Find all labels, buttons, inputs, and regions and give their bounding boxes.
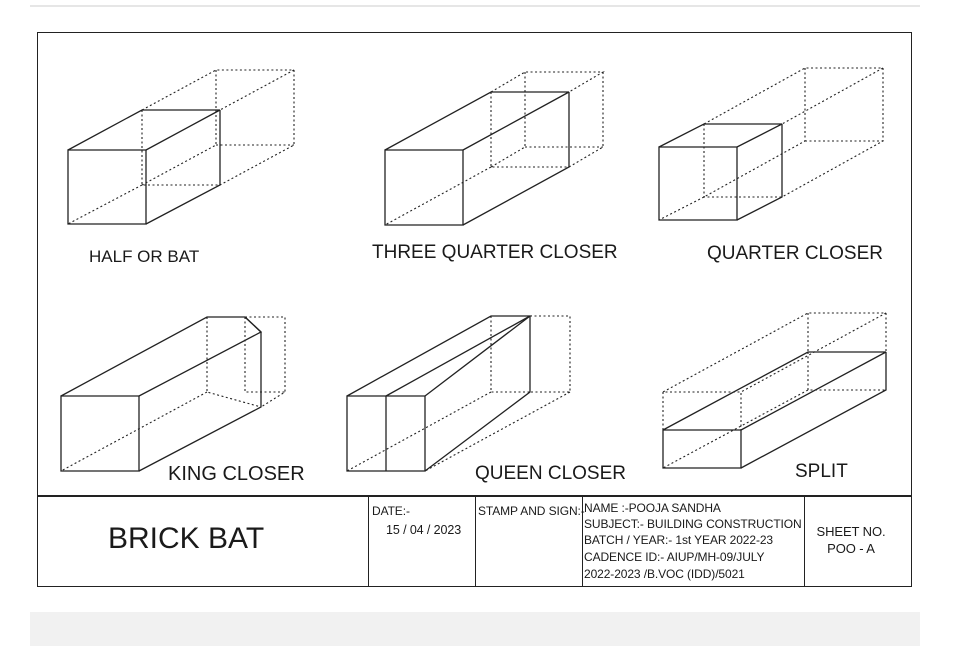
queen-closer-drawing [346,315,571,472]
date-cell: DATE:- 15 / 04 / 2023 [369,495,476,587]
stamp-label: STAMP AND SIGN:- [478,504,585,518]
stamp-cell: STAMP AND SIGN:- [476,495,585,587]
label-king-closer: KING CLOSER [168,463,305,485]
sheet-label: SHEET NO. [816,524,886,539]
info-batch: BATCH / YEAR:- 1st YEAR 2022-23 [584,533,773,547]
half-or-bat-drawing [67,69,295,225]
date-value: 15 / 04 / 2023 [386,523,462,537]
label-queen-closer: QUEEN CLOSER [475,463,626,484]
title-block-top-rule [37,495,912,497]
sheet-value: POO - A [827,541,875,556]
info-cell: NAME :-POOJA SANDHA SUBJECT:- BUILDING C… [583,495,805,587]
label-three-quarter-closer: THREE QUARTER CLOSER [372,242,618,263]
drawing-sheet-frame [37,32,912,587]
info-name: NAME :-POOJA SANDHA [584,501,721,515]
title-cell: BRICK BAT [37,495,369,587]
info-subject: SUBJECT:- BUILDING CONSTRUCTION [584,517,802,531]
drawing-title: BRICK BAT [108,522,265,555]
quarter-closer-drawing [658,67,886,221]
top-divider [30,5,920,7]
sheet-cell: SHEET NO. POO - A [805,495,912,587]
three-quarter-closer-drawing [384,71,606,226]
title-block: BRICK BAT DATE:- 15 / 04 / 2023 STAMP AN… [37,495,912,587]
king-closer-drawing [60,316,286,472]
info-cadence-id-cont: 2022-2023 /B.VOC (IDD)/5021 [584,567,745,581]
date-label: DATE:- [372,504,410,518]
info-cadence-id: CADENCE ID:- AIUP/MH-09/JULY [584,550,765,564]
bottom-band [30,612,920,646]
label-quarter-closer: QUARTER CLOSER [707,243,883,264]
label-half-or-bat: HALF OR BAT [89,247,200,266]
split-drawing [662,312,887,469]
label-split: SPLIT [795,461,848,482]
